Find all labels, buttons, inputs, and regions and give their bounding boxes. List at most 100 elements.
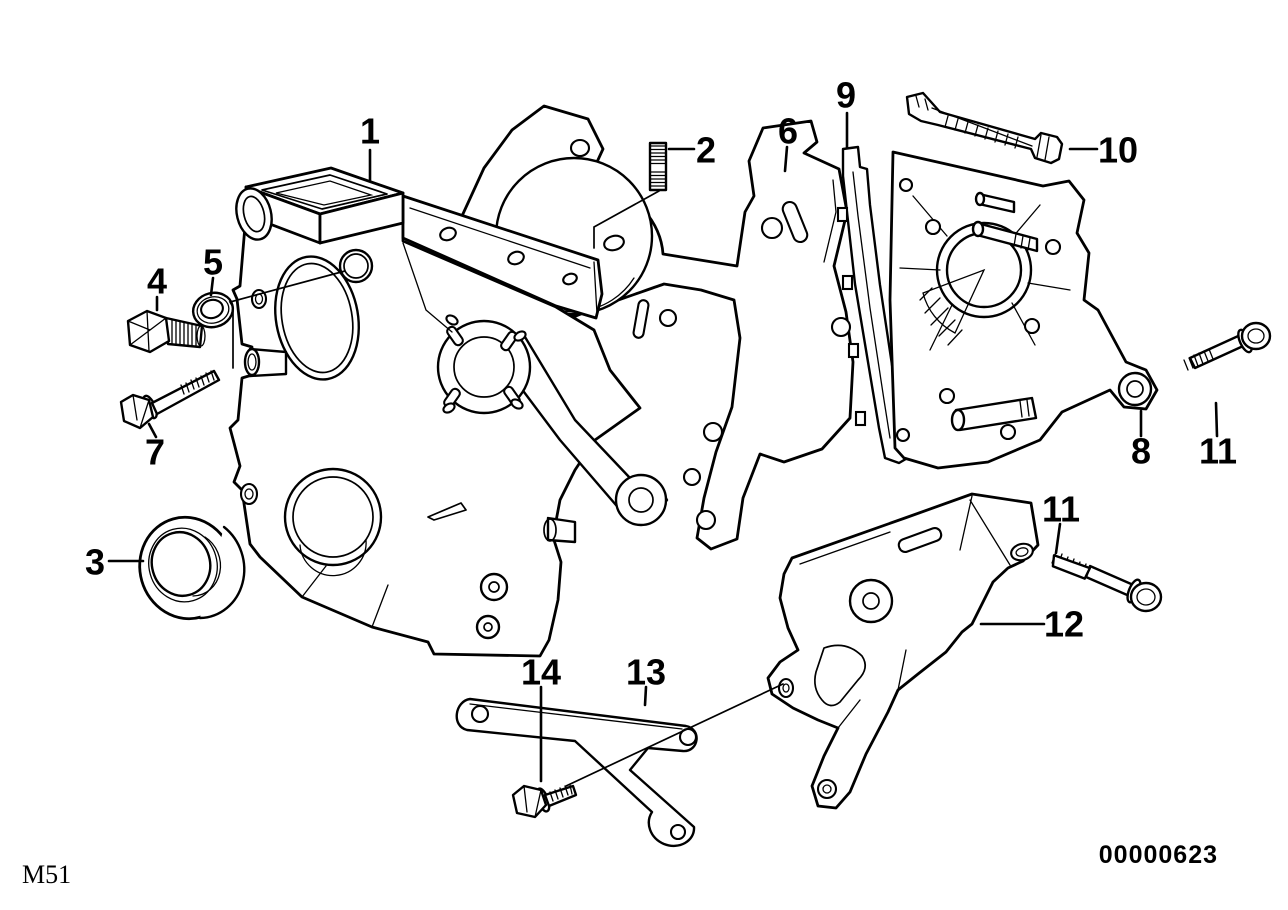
part-8-end-cover-drawing-segment bbox=[1044, 238, 1062, 256]
part-1-timing-case-drawing-segment bbox=[488, 581, 500, 593]
part-1-timing-case-drawing-segment bbox=[247, 353, 257, 371]
part-12-bracket-drawing-segment bbox=[822, 784, 832, 794]
part-8-end-cover-drawing-segment bbox=[1117, 371, 1153, 407]
part-9-gasket-strip-drawing bbox=[836, 145, 918, 465]
part-number-9[interactable]: 9 bbox=[836, 75, 856, 116]
part-number-11[interactable]: 11 bbox=[1199, 431, 1237, 472]
callout-leader-11 bbox=[1214, 401, 1219, 438]
part-1-timing-case-drawing-segment bbox=[546, 516, 577, 544]
part-11-bolt-lower-drawing-segment bbox=[1136, 588, 1156, 606]
part-3-seal-drawing-segment bbox=[150, 531, 212, 597]
part-number-8[interactable]: 8 bbox=[1131, 431, 1151, 472]
part-8-end-cover-drawing-segment bbox=[950, 408, 966, 432]
part-9-gasket-strip-drawing-segment bbox=[836, 206, 849, 223]
part-8-end-cover-drawing bbox=[888, 150, 1159, 470]
part-6-gasket-drawing-segment bbox=[781, 200, 809, 244]
part-8-end-cover-drawing-segment bbox=[924, 218, 942, 236]
part-number-2[interactable]: 2 bbox=[696, 130, 716, 171]
part-6-gasket-drawing-segment bbox=[702, 421, 724, 443]
part-number-14[interactable]: 14 bbox=[521, 652, 561, 693]
part-1-timing-case-drawing-segment bbox=[614, 473, 668, 527]
part-1-timing-case-drawing-segment bbox=[243, 347, 261, 377]
part-7-bolt-drawing-segment bbox=[180, 370, 215, 395]
part-3-seal-drawing-segment bbox=[198, 525, 246, 620]
part-5-washer-drawing-segment bbox=[200, 298, 224, 320]
part-12-bracket-drawing-segment bbox=[777, 677, 795, 699]
part-7-bolt-drawing-segment bbox=[132, 394, 150, 429]
part-12-bracket-drawing-segment bbox=[814, 644, 867, 707]
part-12-bracket-drawing-segment bbox=[862, 592, 880, 610]
part-8-end-cover-drawing-segment bbox=[999, 423, 1017, 441]
part-number-10[interactable]: 10 bbox=[1098, 130, 1138, 171]
part-8-end-cover-drawing-segment bbox=[1023, 317, 1041, 335]
part-1-timing-case-drawing-segment bbox=[301, 242, 453, 628]
part-1-timing-case-drawing-segment bbox=[445, 314, 459, 326]
part-6-gasket-drawing-segment bbox=[695, 509, 717, 531]
callout-leader-13 bbox=[643, 685, 648, 707]
part-6-gasket-drawing-segment bbox=[603, 234, 625, 252]
part-11-bolt-right-drawing-segment bbox=[1183, 348, 1214, 371]
part-12-bracket-drawing-segment bbox=[1010, 542, 1034, 562]
callout-leader-6 bbox=[783, 145, 789, 173]
part-11-bolt-right-drawing-segment bbox=[1240, 321, 1272, 351]
part-1-timing-case-drawing-segment bbox=[439, 226, 457, 242]
part-8-end-cover-drawing-segment bbox=[922, 268, 986, 334]
part-3-seal-drawing-segment bbox=[148, 527, 218, 603]
part-6-gasket-drawing-segment bbox=[760, 216, 784, 240]
part-number-5[interactable]: 5 bbox=[203, 242, 223, 283]
part-6-gasket-drawing-segment bbox=[823, 179, 837, 263]
assembly-lines-segment bbox=[565, 683, 784, 787]
part-9-gasket-strip-drawing-segment bbox=[852, 171, 891, 439]
part-4-plug-drawing bbox=[126, 309, 206, 354]
part-1-timing-case-drawing-segment bbox=[239, 482, 259, 506]
part-1-timing-case-drawing-segment bbox=[453, 336, 515, 398]
part-8-end-cover-drawing-segment bbox=[974, 191, 986, 207]
callout-leader-5 bbox=[209, 276, 215, 297]
part-1-timing-case-drawing bbox=[228, 166, 669, 658]
part-14-bolt-drawing-segment bbox=[523, 785, 542, 818]
part-12-bracket-drawing-segment bbox=[897, 527, 943, 553]
part-number-1[interactable]: 1 bbox=[360, 111, 380, 152]
part-1-timing-case-drawing-segment bbox=[562, 272, 578, 286]
part-number-13[interactable]: 13 bbox=[626, 652, 666, 693]
part-8-end-cover-drawing-segment bbox=[938, 387, 956, 405]
part-14-bolt-drawing-segment bbox=[549, 784, 573, 802]
part-number-7[interactable]: 7 bbox=[145, 432, 165, 473]
part-1-timing-case-drawing-segment bbox=[427, 502, 467, 521]
part-number-4[interactable]: 4 bbox=[147, 261, 167, 302]
part-1-timing-case-drawing-segment bbox=[343, 253, 369, 279]
part-1-timing-case-drawing-segment bbox=[261, 174, 388, 210]
part-number-12[interactable]: 12 bbox=[1044, 604, 1084, 645]
part-9-gasket-strip-drawing-segment bbox=[847, 342, 860, 359]
part-5-washer-drawing-segment bbox=[196, 296, 230, 324]
part-6-gasket-drawing-segment bbox=[632, 299, 650, 339]
part-1-timing-case-drawing-segment bbox=[292, 476, 374, 558]
part-10-rail-drawing bbox=[905, 91, 1064, 165]
part-number-6[interactable]: 6 bbox=[778, 111, 798, 152]
part-1-timing-case-drawing-segment bbox=[283, 467, 383, 567]
part-13-strut-drawing-segment bbox=[469, 703, 683, 730]
part-6-gasket-drawing-segment bbox=[569, 138, 591, 158]
part-number-11[interactable]: 11 bbox=[1042, 489, 1080, 530]
part-7-bolt-drawing-segment bbox=[150, 369, 221, 416]
part-4-plug-drawing-segment bbox=[196, 325, 206, 347]
part-6-gasket-drawing-segment bbox=[682, 467, 702, 487]
part-11-bolt-lower-drawing bbox=[1051, 551, 1163, 613]
part-12-bracket-drawing-segment bbox=[799, 495, 1011, 729]
part-8-end-cover-drawing-segment bbox=[899, 195, 1071, 351]
part-12-bracket-drawing-segment bbox=[782, 683, 790, 693]
part-1-timing-case-drawing-segment bbox=[244, 488, 254, 500]
part-1-timing-case-drawing-segment bbox=[475, 614, 501, 640]
assembly-lines-segment bbox=[593, 190, 660, 249]
part-6-gasket-drawing-segment bbox=[658, 308, 678, 328]
part-8-end-cover-drawing-segment bbox=[1126, 380, 1144, 398]
part-1-timing-case-drawing-segment bbox=[299, 539, 367, 577]
part-1-timing-case-drawing-segment bbox=[543, 518, 557, 542]
part-1-timing-case-drawing-segment bbox=[274, 255, 360, 381]
part-4-plug-drawing-segment bbox=[171, 318, 197, 347]
part-13-strut-drawing-segment bbox=[470, 704, 490, 724]
part-2-stud-drawing bbox=[648, 141, 668, 192]
part-number-3[interactable]: 3 bbox=[85, 542, 105, 583]
part-12-bracket-drawing-segment bbox=[1015, 547, 1029, 557]
